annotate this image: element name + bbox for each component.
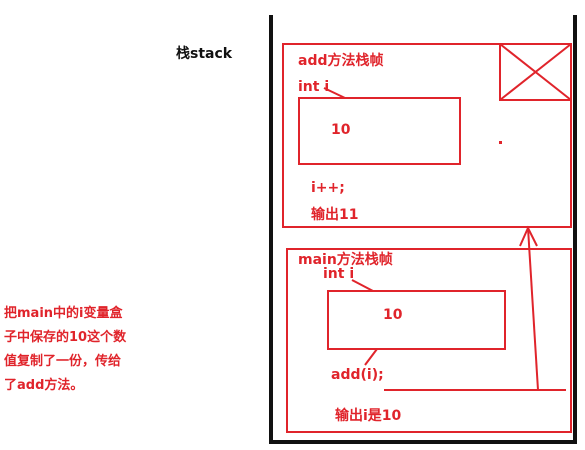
dot-mark	[499, 141, 502, 144]
add-frame-title: add方法栈帧	[298, 53, 384, 69]
add-var-box	[298, 97, 461, 165]
call-arrow-head	[519, 225, 538, 247]
main-var-decl: int i	[323, 266, 355, 282]
main-call: add(i);	[331, 367, 384, 383]
popped-frame-cross-b	[499, 43, 572, 101]
add-output: 输出11	[311, 207, 359, 223]
main-frame-title: main方法栈帧	[298, 252, 393, 268]
note-line: 了add方法。	[4, 378, 84, 393]
main-var-box	[327, 290, 506, 350]
add-var-decl: int i	[298, 79, 330, 95]
main-frame-box	[286, 248, 572, 433]
main-var-pointer	[351, 279, 374, 292]
add-stmt: i++;	[311, 180, 345, 196]
popped-frame-box	[499, 43, 572, 101]
add-var-pointer	[323, 87, 346, 99]
note-line: 子中保存的10这个数	[4, 330, 127, 345]
stack-label: 栈stack	[176, 46, 233, 62]
note-line: 把main中的i变量盒	[4, 306, 123, 321]
note-line: 值复制了一份，传给	[4, 354, 122, 369]
add-var-value: 10	[331, 122, 351, 138]
main-output: 输出i是10	[335, 408, 402, 424]
call-arrow-shaft	[527, 227, 539, 391]
call-pointer	[364, 348, 378, 366]
main-var-value: 10	[383, 307, 403, 323]
stack-container	[269, 15, 577, 444]
copy-note: 把main中的i变量盒 子中保存的10这个数 值复制了一份，传给 了add方法。	[4, 302, 154, 398]
add-frame-box	[282, 43, 572, 228]
